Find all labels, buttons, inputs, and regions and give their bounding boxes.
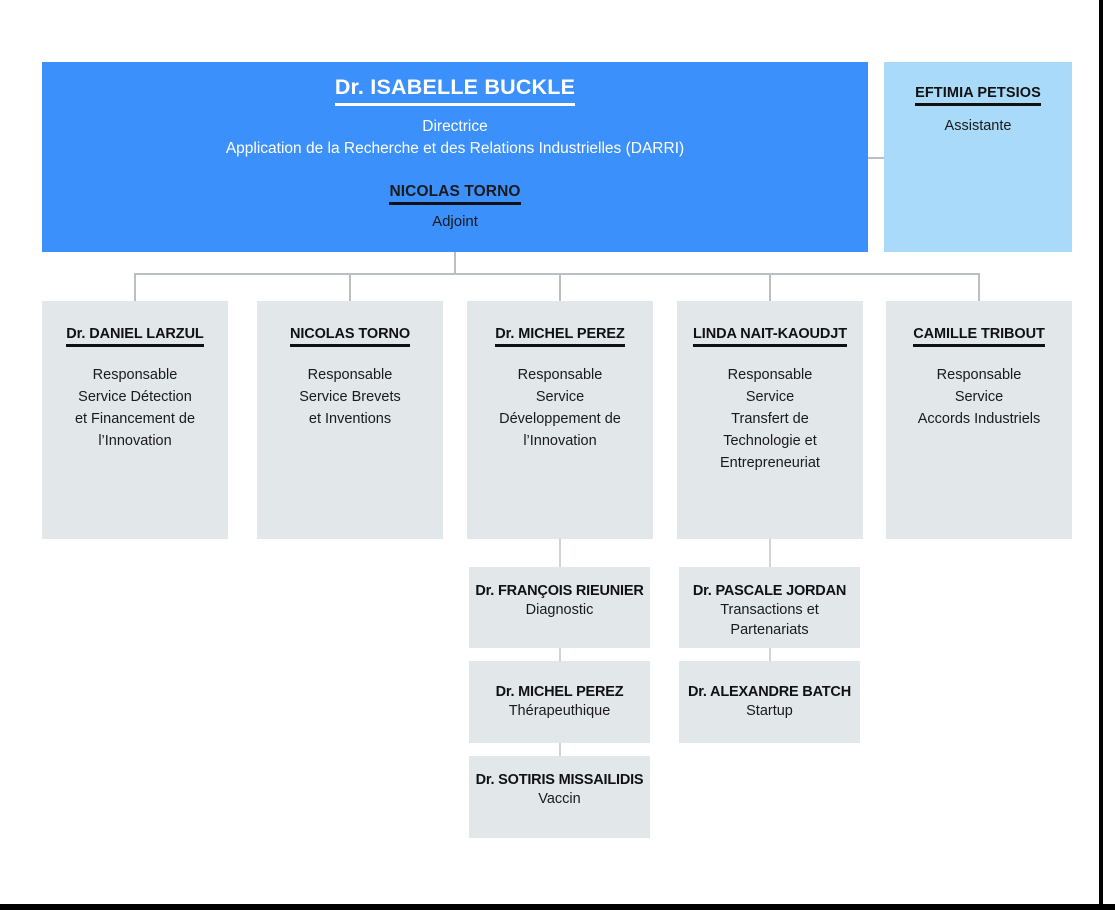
department-role-line: Entrepreneuriat [720, 455, 820, 472]
department-role-line: et Inventions [308, 411, 392, 428]
department-role-line: Service Brevets [299, 389, 401, 406]
department-role-line: Technologie et [723, 433, 817, 450]
assistant-role: Assistante [944, 118, 1012, 134]
department-name: LINDA NAIT-KAOUDJT [693, 326, 847, 347]
department-name-wrap: Dr. DANIEL LARZUL [42, 325, 228, 364]
department-node-2[interactable]: NICOLAS TORNO Responsable Service Brevet… [257, 301, 443, 539]
unit-name: Dr. ALEXANDRE BATCH [688, 684, 851, 700]
department-role-line: Transfert de [731, 411, 809, 428]
connector-dept4-unit1-to-unit2 [769, 648, 771, 661]
department-role-line: l’Innovation [523, 433, 597, 450]
unit-node-dept3-3[interactable]: Dr. SOTIRIS MISSAILIDIS Vaccin [469, 756, 650, 838]
department-role-line: Développement de [499, 411, 621, 428]
unit-role: Transactions et Partenariats [679, 600, 860, 640]
connector-department-bus [134, 273, 979, 275]
department-name: Dr. MICHEL PEREZ [495, 326, 625, 347]
unit-role: Startup [746, 703, 793, 720]
connector-director-stem [454, 252, 456, 274]
unit-node-dept4-1[interactable]: Dr. PASCALE JORDAN Transactions et Parte… [679, 567, 860, 648]
connector-drop-dept-4 [769, 273, 771, 302]
connector-drop-dept-2 [349, 273, 351, 302]
director-node[interactable]: Dr. ISABELLE BUCKLE Directrice Applicati… [42, 62, 868, 252]
department-role: Responsable Service Détection et Finance… [42, 364, 228, 452]
connector-dept3-unit2-to-unit3 [559, 743, 561, 756]
unit-node-dept4-2[interactable]: Dr. ALEXANDRE BATCH Startup [679, 661, 860, 743]
department-name-wrap: LINDA NAIT-KAOUDJT [677, 325, 863, 364]
assistant-name-wrap: EFTIMIA PETSIOS [884, 84, 1072, 118]
page-frame-right-rule [1099, 0, 1103, 910]
department-role-line: Responsable [307, 367, 393, 383]
connector-dept3-unit1-to-unit2 [559, 648, 561, 661]
unit-node-dept3-1[interactable]: Dr. FRANÇOIS RIEUNIER Diagnostic [469, 567, 650, 648]
director-name-wrap: Dr. ISABELLE BUCKLE [42, 75, 868, 116]
assistant-node[interactable]: EFTIMIA PETSIOS Assistante [884, 62, 1072, 252]
director-role-line-2: Application de la Recherche et des Relat… [225, 140, 685, 158]
department-name-wrap: CAMILLE TRIBOUT [886, 325, 1072, 364]
department-name: NICOLAS TORNO [289, 326, 410, 347]
unit-role: Thérapeuthique [508, 703, 611, 720]
department-role-line: Responsable [936, 367, 1022, 383]
department-name-wrap: Dr. MICHEL PEREZ [467, 325, 653, 364]
department-role: Responsable Service Accords Industriels [886, 364, 1072, 430]
department-node-4[interactable]: LINDA NAIT-KAOUDJT Responsable Service T… [677, 301, 863, 539]
department-node-1[interactable]: Dr. DANIEL LARZUL Responsable Service Dé… [42, 301, 228, 539]
connector-drop-dept-3 [559, 273, 561, 302]
department-role-line: Accords Industriels [917, 411, 1041, 428]
department-role-line: Service [745, 389, 795, 406]
unit-node-dept3-2[interactable]: Dr. MICHEL PEREZ Thérapeuthique [469, 661, 650, 743]
unit-name: Dr. MICHEL PEREZ [495, 684, 624, 700]
connector-dept3-to-unit1 [559, 539, 561, 567]
department-role-line: l’Innovation [98, 433, 172, 450]
department-role-line: et Financement de [74, 411, 196, 428]
department-role: Responsable Service Transfert de Technol… [677, 364, 863, 474]
department-role-line: Service [535, 389, 585, 406]
unit-role-line: Transactions et [720, 602, 819, 619]
department-name-wrap: NICOLAS TORNO [257, 325, 443, 364]
unit-name: Dr. SOTIRIS MISSAILIDIS [475, 772, 644, 788]
department-node-3[interactable]: Dr. MICHEL PEREZ Responsable Service Dév… [467, 301, 653, 539]
deputy-role: Adjoint [432, 212, 478, 230]
director-name: Dr. ISABELLE BUCKLE [334, 75, 576, 106]
director-role-line-1: Directrice [422, 117, 488, 135]
page-frame-bottom-rule [0, 904, 1115, 910]
unit-name: Dr. FRANÇOIS RIEUNIER [475, 583, 644, 599]
unit-role: Diagnostic [525, 602, 594, 619]
department-role: Responsable Service Développement de l’I… [467, 364, 653, 452]
department-name: CAMILLE TRIBOUT [913, 326, 1045, 347]
department-node-5[interactable]: CAMILLE TRIBOUT Responsable Service Acco… [886, 301, 1072, 539]
department-role-line: Responsable [517, 367, 603, 383]
assistant-name: EFTIMIA PETSIOS [915, 85, 1041, 106]
department-role-line: Service Détection [78, 389, 192, 406]
department-name: Dr. DANIEL LARZUL [66, 326, 204, 347]
unit-role: Vaccin [538, 791, 581, 808]
unit-name: Dr. PASCALE JORDAN [692, 583, 847, 599]
department-role-line: Responsable [92, 367, 178, 383]
department-role-line: Service [954, 389, 1004, 406]
connector-dept4-to-unit1 [769, 539, 771, 567]
connector-drop-dept-1 [134, 273, 136, 302]
deputy-name-wrap: NICOLAS TORNO [42, 161, 868, 212]
connector-director-to-assistant [868, 157, 884, 159]
connector-drop-dept-5 [978, 273, 980, 302]
unit-role-line: Partenariats [730, 622, 809, 639]
department-role-line: Responsable [727, 367, 813, 383]
department-role: Responsable Service Brevets et Invention… [257, 364, 443, 430]
deputy-name: NICOLAS TORNO [389, 183, 521, 205]
